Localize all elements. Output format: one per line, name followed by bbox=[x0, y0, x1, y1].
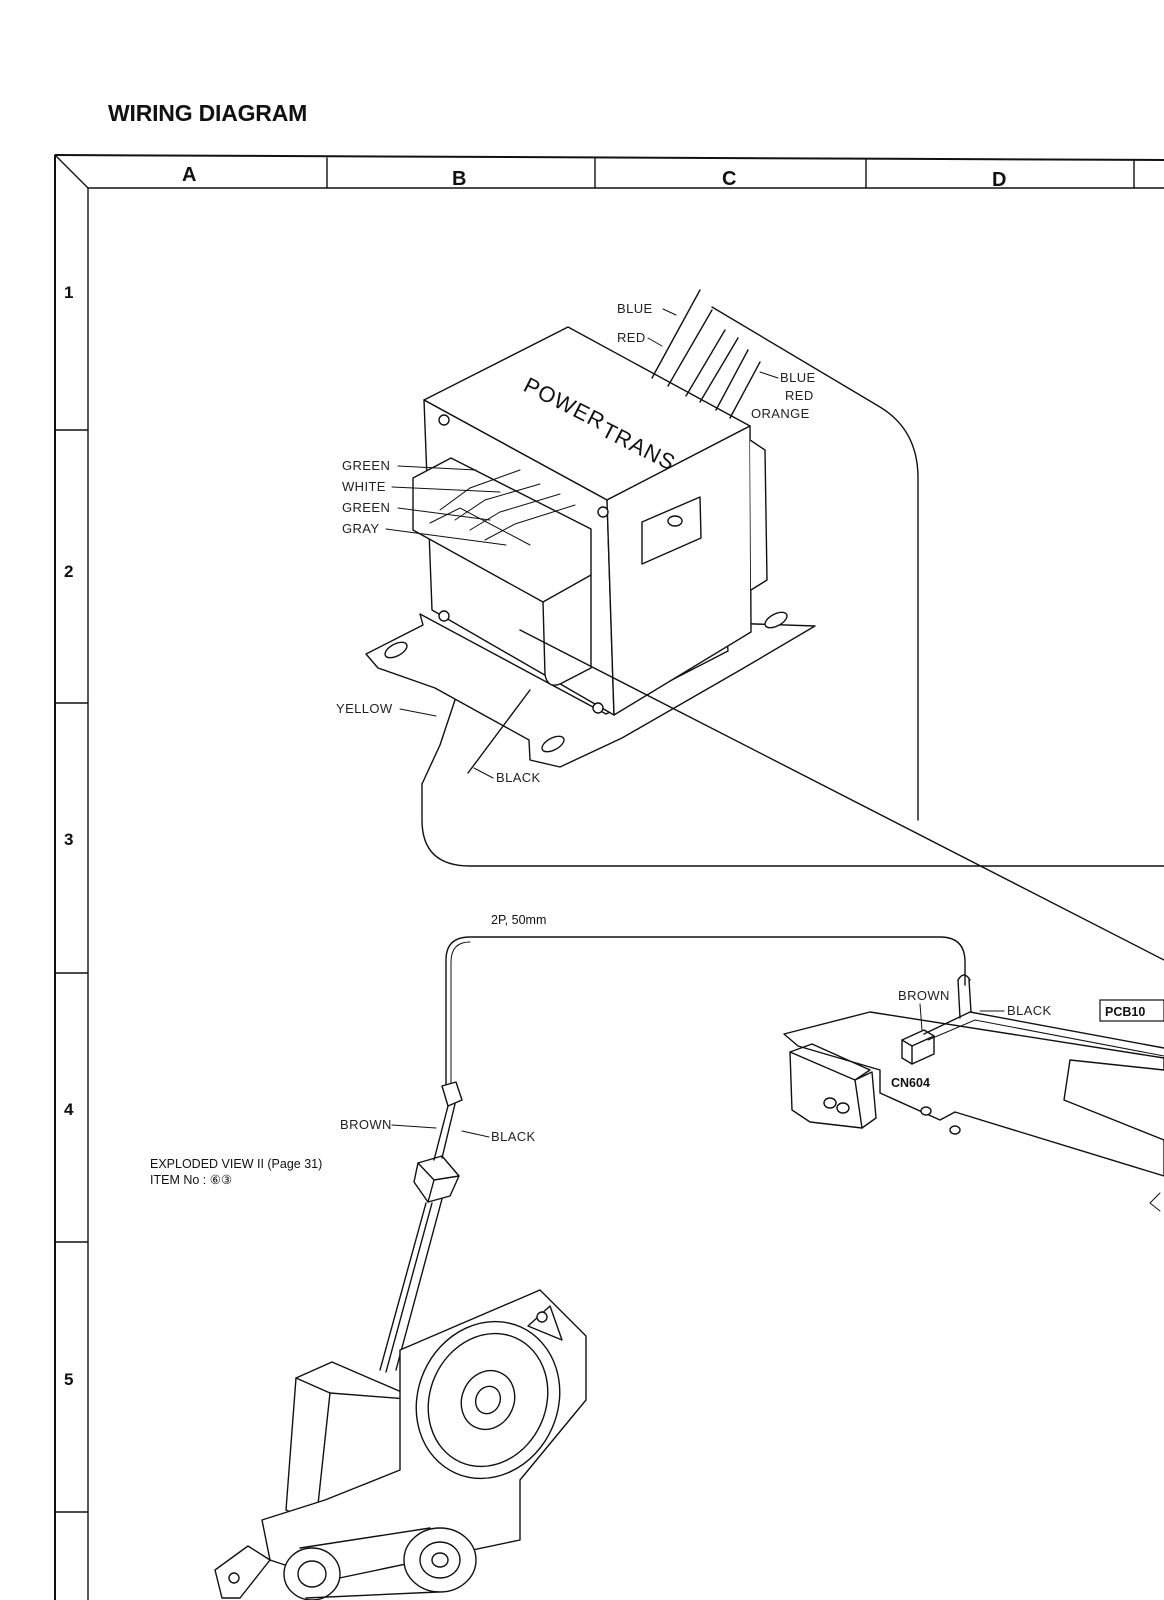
motor-wire-label-black: BLACK bbox=[491, 1129, 536, 1144]
column-label-a: A bbox=[182, 164, 196, 186]
harness-length-label: 2P, 50mm bbox=[491, 913, 546, 927]
wire-label-black-bottom: BLACK bbox=[496, 770, 541, 785]
pcb-wire-label-brown: BROWN bbox=[898, 988, 950, 1003]
motor-note-item-number: ITEM No : ⑥③ bbox=[150, 1173, 232, 1187]
row-label-3: 3 bbox=[64, 830, 73, 849]
motor-wire-label-brown: BROWN bbox=[340, 1117, 392, 1132]
wire-label-orange: ORANGE bbox=[751, 406, 810, 421]
wire-label-red-right: RED bbox=[785, 388, 814, 403]
pcb-wire-label-black: BLACK bbox=[1007, 1003, 1052, 1018]
pcb-label-box bbox=[1099, 999, 1164, 1022]
row-label-5: 5 bbox=[64, 1370, 73, 1389]
grid-frame bbox=[54, 154, 1164, 1600]
wire-label-green-1: GREEN bbox=[342, 458, 390, 473]
motor-note-exploded-view: EXPLODED VIEW II (Page 31) bbox=[150, 1157, 322, 1171]
wire-label-green-2: GREEN bbox=[342, 500, 390, 515]
page-title: WIRING DIAGRAM bbox=[108, 100, 308, 126]
column-label-d: D bbox=[992, 169, 1006, 191]
power-transformer bbox=[365, 289, 1164, 961]
pcb-board bbox=[783, 974, 1164, 1212]
wire-label-red-top: RED bbox=[617, 330, 646, 345]
column-label-b: B bbox=[452, 168, 466, 190]
pcb-label: PCB10 bbox=[1105, 1005, 1145, 1019]
transformer-wire-bundle-outline bbox=[421, 306, 1164, 867]
row-label-4: 4 bbox=[64, 1100, 74, 1119]
wire-label-blue-right: BLUE bbox=[780, 370, 816, 385]
wire-label-white: WHITE bbox=[342, 479, 386, 494]
row-label-1: 1 bbox=[64, 283, 73, 302]
column-label-c: C bbox=[722, 168, 736, 190]
wire-label-yellow: YELLOW bbox=[336, 701, 393, 716]
connector-label-cn604: CN604 bbox=[891, 1076, 930, 1090]
wire-label-gray: GRAY bbox=[342, 521, 379, 536]
motor-assembly bbox=[214, 1081, 587, 1600]
wire-label-blue-top: BLUE bbox=[617, 301, 653, 316]
row-label-2: 2 bbox=[64, 562, 73, 581]
